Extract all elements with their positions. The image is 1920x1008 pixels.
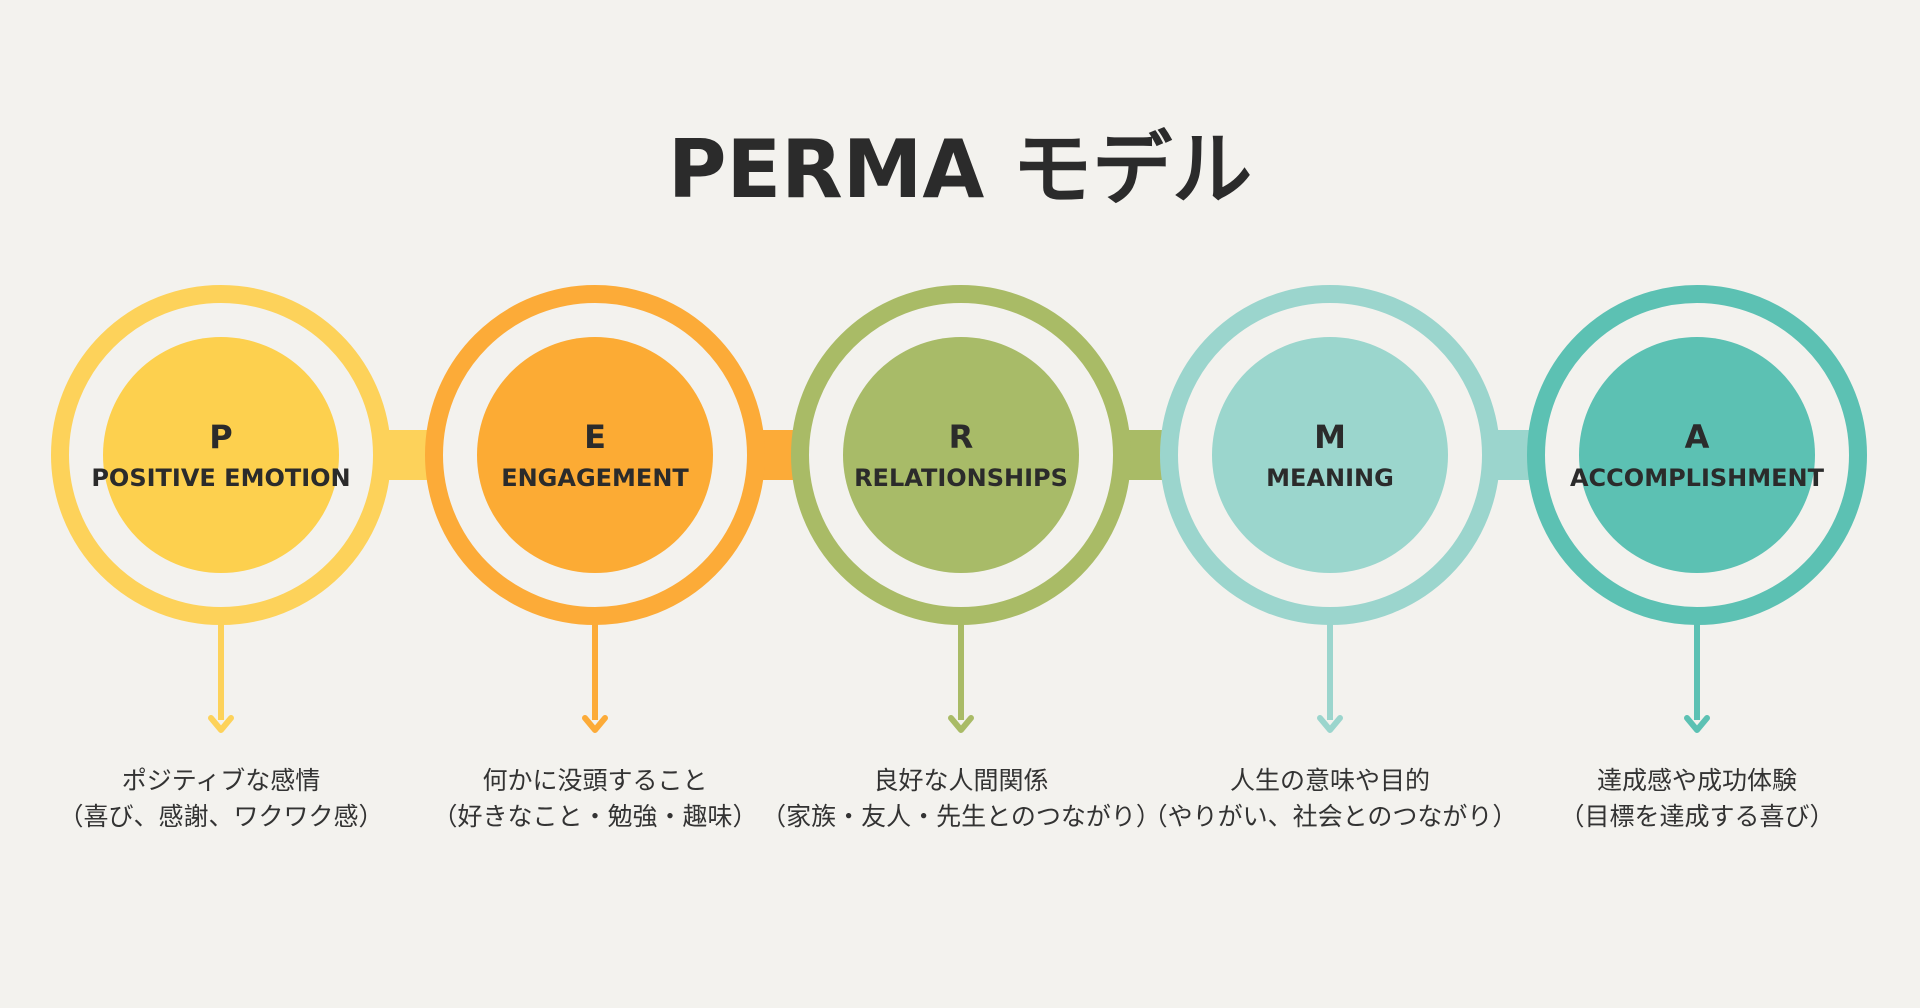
inner-circle-p <box>103 337 339 573</box>
name-p: POSITIVE EMOTION <box>91 464 350 492</box>
description-line2-m: （やりがい、社会とのつながり） <box>1142 802 1518 831</box>
arrow-shaft-p <box>218 623 224 720</box>
letter-m: M <box>1314 418 1346 456</box>
connector-p-e <box>378 430 438 480</box>
inner-circle-e <box>477 337 713 573</box>
description-r: 良好な人間関係 （家族・友人・先生とのつながり） <box>751 763 1171 835</box>
inner-circle-r <box>843 337 1079 573</box>
description-line2-r: （家族・友人・先生とのつながり） <box>761 802 1161 831</box>
perma-element-a: A ACCOMPLISHMENT <box>1527 285 1867 733</box>
letter-e: E <box>584 418 606 456</box>
diagram-title: PERMA モデル <box>667 123 1253 216</box>
letter-r: R <box>949 418 974 456</box>
arrow-shaft-e <box>592 623 598 720</box>
name-m: MEANING <box>1266 464 1394 492</box>
name-a: ACCOMPLISHMENT <box>1570 464 1825 492</box>
description-m: 人生の意味や目的 （やりがい、社会とのつながり） <box>1120 763 1540 835</box>
connector-e-r <box>752 430 804 480</box>
description-p: ポジティブな感情 （喜び、感謝、ワクワク感） <box>11 763 431 835</box>
connector-m-a <box>1487 430 1540 480</box>
description-line2-a: （目標を達成する喜び） <box>1559 802 1835 831</box>
arrow-head-e <box>582 715 608 733</box>
description-a: 達成感や成功体験 （目標を達成する喜び） <box>1487 763 1907 835</box>
description-line1-a: 達成感や成功体験 <box>1596 766 1797 795</box>
inner-circle-m <box>1212 337 1448 573</box>
arrow-shaft-a <box>1694 623 1700 720</box>
arrow-shaft-m <box>1327 623 1333 720</box>
letter-p: P <box>209 418 232 456</box>
description-e: 何かに没頭すること （好きなこと・勉強・趣味） <box>385 763 805 835</box>
description-line1-e: 何かに没頭すること <box>482 766 708 795</box>
arrow-head-m <box>1317 715 1343 733</box>
description-line1-m: 人生の意味や目的 <box>1229 766 1430 795</box>
inner-circle-a <box>1579 337 1815 573</box>
perma-element-p: P POSITIVE EMOTION <box>51 285 391 733</box>
description-line1-r: 良好な人間関係 <box>873 766 1049 795</box>
name-r: RELATIONSHIPS <box>854 464 1068 492</box>
description-line2-e: （好きなこと・勉強・趣味） <box>432 802 758 831</box>
perma-element-e: E ENGAGEMENT <box>425 285 765 733</box>
arrow-head-p <box>208 715 234 733</box>
letter-a: A <box>1685 418 1710 456</box>
description-line1-p: ポジティブな感情 <box>121 766 321 795</box>
perma-element-r: R RELATIONSHIPS <box>791 285 1131 733</box>
arrow-head-a <box>1684 715 1710 733</box>
arrow-shaft-r <box>958 623 964 720</box>
connector-r-m <box>1118 430 1173 480</box>
perma-element-m: M MEANING <box>1160 285 1500 733</box>
description-line2-p: （喜び、感謝、ワクワク感） <box>58 802 384 831</box>
name-e: ENGAGEMENT <box>501 464 689 492</box>
arrow-head-r <box>948 715 974 733</box>
